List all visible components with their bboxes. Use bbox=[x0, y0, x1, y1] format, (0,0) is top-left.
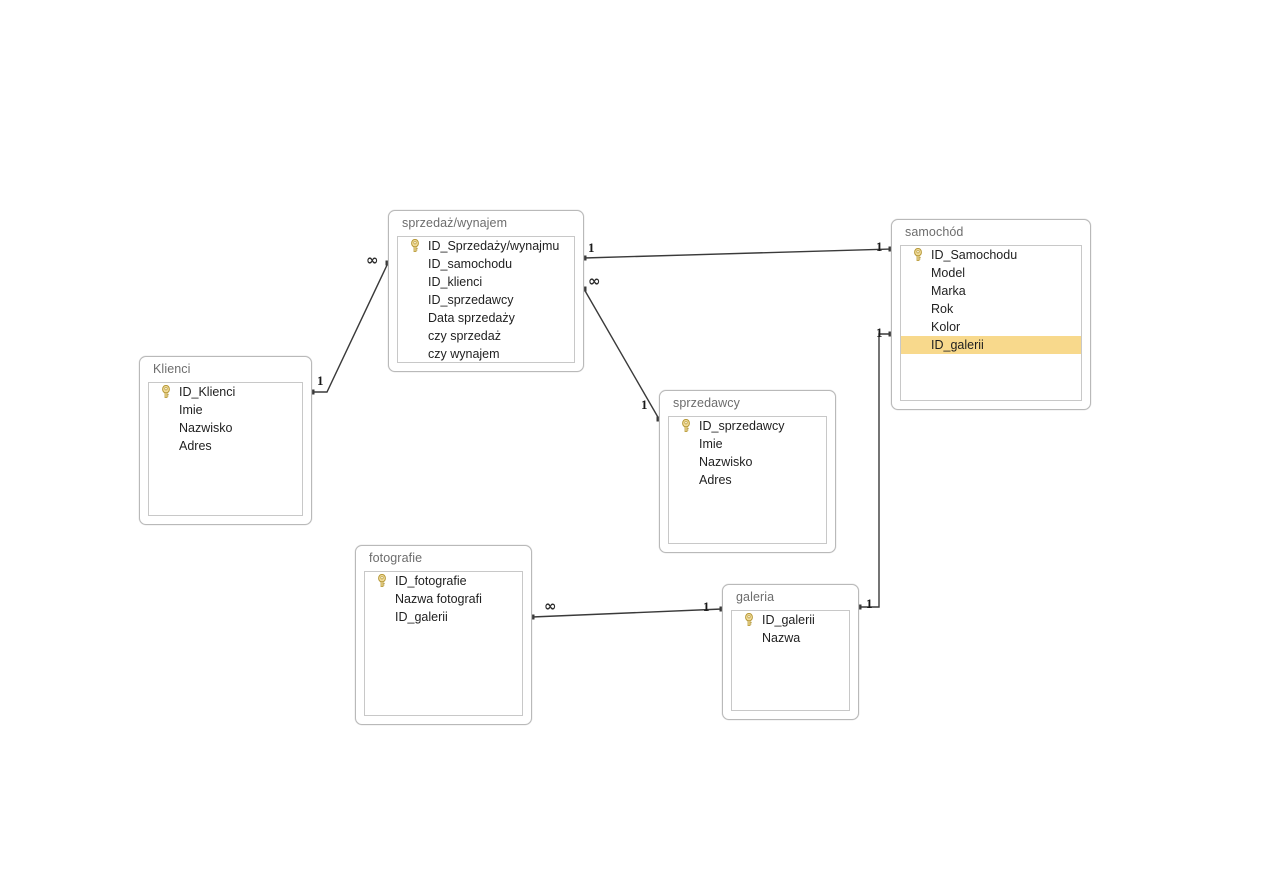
field-row-klienci-id-klienci[interactable]: ID_Klienci bbox=[149, 383, 302, 401]
field-row-samochod-id-samochodu[interactable]: ID_Samochodu bbox=[901, 246, 1081, 264]
field-row-sprzedawcy-adres[interactable]: Adres bbox=[669, 471, 826, 489]
field-label: ID_klienci bbox=[428, 275, 483, 289]
field-label: ID_sprzedawcy bbox=[699, 419, 785, 433]
field-row-sprzedawcy-nazwisko[interactable]: Nazwisko bbox=[669, 453, 826, 471]
field-label: Adres bbox=[179, 439, 212, 453]
table-title-galeria: galeria bbox=[736, 590, 775, 604]
field-row-klienci-adres[interactable]: Adres bbox=[149, 437, 302, 455]
m-galeria-1-r: 1 bbox=[866, 596, 873, 611]
rel-sprzedaz-samochod[interactable] bbox=[583, 248, 892, 259]
field-label: ID_fotografie bbox=[395, 574, 467, 588]
primary-key-icon bbox=[160, 384, 172, 399]
table-title-sprzedawcy: sprzedawcy bbox=[673, 396, 740, 410]
field-label: ID_galerii bbox=[395, 610, 448, 624]
m-samochod-1-gal: 1 bbox=[876, 325, 883, 340]
field-label: Kolor bbox=[931, 320, 961, 334]
field-row-sprzedaz_wynajem-data-sprzeda-y[interactable]: Data sprzedaży bbox=[398, 309, 574, 327]
field-label: ID_samochodu bbox=[428, 257, 513, 271]
primary-key-icon bbox=[376, 573, 388, 588]
field-label: Imie bbox=[179, 403, 203, 417]
field-row-galeria-nazwa[interactable]: Nazwa bbox=[732, 629, 849, 647]
field-row-galeria-id-galerii[interactable]: ID_galerii bbox=[732, 611, 849, 629]
field-label: ID_Sprzedaży/wynajmu bbox=[428, 239, 560, 253]
field-label: Marka bbox=[931, 284, 966, 298]
m-samochod-1-l: 1 bbox=[876, 239, 883, 254]
field-row-samochod-kolor[interactable]: Kolor bbox=[901, 318, 1081, 336]
primary-key-icon bbox=[409, 238, 421, 253]
m-fotografie-inf: ∞ bbox=[544, 597, 556, 615]
field-row-fotografie-id-galerii[interactable]: ID_galerii bbox=[365, 608, 522, 626]
field-row-sprzedaz_wynajem-id-klienci[interactable]: ID_klienci bbox=[398, 273, 574, 291]
m-klienci-1: 1 bbox=[317, 373, 324, 388]
field-label: Model bbox=[931, 266, 966, 280]
field-label: Imie bbox=[699, 437, 723, 451]
field-label: Nazwisko bbox=[179, 421, 233, 435]
field-row-fotografie-nazwa-fotografi[interactable]: Nazwa fotografi bbox=[365, 590, 522, 608]
m-sprzedaz-inf-l: ∞ bbox=[366, 251, 378, 269]
field-row-sprzedaz_wynajem-id-sprzeda-y-wynajmu[interactable]: ID_Sprzedaży/wynajmu bbox=[398, 237, 574, 255]
rel-samochod-galeria[interactable] bbox=[859, 333, 891, 608]
field-row-samochod-id-galerii[interactable]: ID_galerii bbox=[901, 336, 1081, 354]
field-label: Rok bbox=[931, 302, 954, 316]
field-label: ID_sprzedawcy bbox=[428, 293, 514, 307]
m-sprzedaz-1-r: 1 bbox=[588, 240, 595, 255]
field-label: Nazwa fotografi bbox=[395, 592, 482, 606]
field-row-sprzedaz_wynajem-id-sprzedawcy[interactable]: ID_sprzedawcy bbox=[398, 291, 574, 309]
field-label: Nazwa bbox=[762, 631, 801, 645]
primary-key-icon bbox=[680, 418, 692, 433]
field-row-sprzedaz_wynajem-czy-wynajem[interactable]: czy wynajem bbox=[398, 345, 574, 362]
field-label: czy sprzedaż bbox=[428, 329, 501, 343]
field-label: czy wynajem bbox=[428, 347, 500, 361]
field-row-sprzedaz_wynajem-id-samochodu[interactable]: ID_samochodu bbox=[398, 255, 574, 273]
field-row-sprzedawcy-imie[interactable]: Imie bbox=[669, 435, 826, 453]
primary-key-icon bbox=[743, 612, 755, 627]
primary-key-icon bbox=[912, 247, 924, 262]
field-row-sprzedawcy-id-sprzedawcy[interactable]: ID_sprzedawcy bbox=[669, 417, 826, 435]
field-row-samochod-model[interactable]: Model bbox=[901, 264, 1081, 282]
field-row-klienci-imie[interactable]: Imie bbox=[149, 401, 302, 419]
rel-sprzedaz-sprzedawcy[interactable] bbox=[583, 288, 660, 420]
table-title-samochod: samochód bbox=[905, 225, 964, 239]
table-title-sprzedaz_wynajem: sprzedaż/wynajem bbox=[402, 216, 508, 230]
field-row-samochod-marka[interactable]: Marka bbox=[901, 282, 1081, 300]
m-sprzedaz-inf-r: ∞ bbox=[588, 272, 600, 290]
m-sprzedawcy-1: 1 bbox=[641, 397, 648, 412]
table-title-fotografie: fotografie bbox=[369, 551, 423, 565]
field-row-klienci-nazwisko[interactable]: Nazwisko bbox=[149, 419, 302, 437]
table-title-klienci: Klienci bbox=[153, 362, 191, 376]
field-row-sprzedaz_wynajem-czy-sprzeda-[interactable]: czy sprzedaż bbox=[398, 327, 574, 345]
m-galeria-1-l: 1 bbox=[703, 599, 710, 614]
field-label: Data sprzedaży bbox=[428, 311, 515, 325]
rel-fotografie-galeria[interactable] bbox=[531, 608, 723, 618]
field-row-fotografie-id-fotografie[interactable]: ID_fotografie bbox=[365, 572, 522, 590]
field-label: Adres bbox=[699, 473, 732, 487]
field-label: ID_galerii bbox=[762, 613, 815, 627]
field-label: ID_Klienci bbox=[179, 385, 236, 399]
field-row-samochod-rok[interactable]: Rok bbox=[901, 300, 1081, 318]
field-label: Nazwisko bbox=[699, 455, 753, 469]
field-label: ID_Samochodu bbox=[931, 248, 1018, 262]
field-label: ID_galerii bbox=[931, 338, 984, 352]
